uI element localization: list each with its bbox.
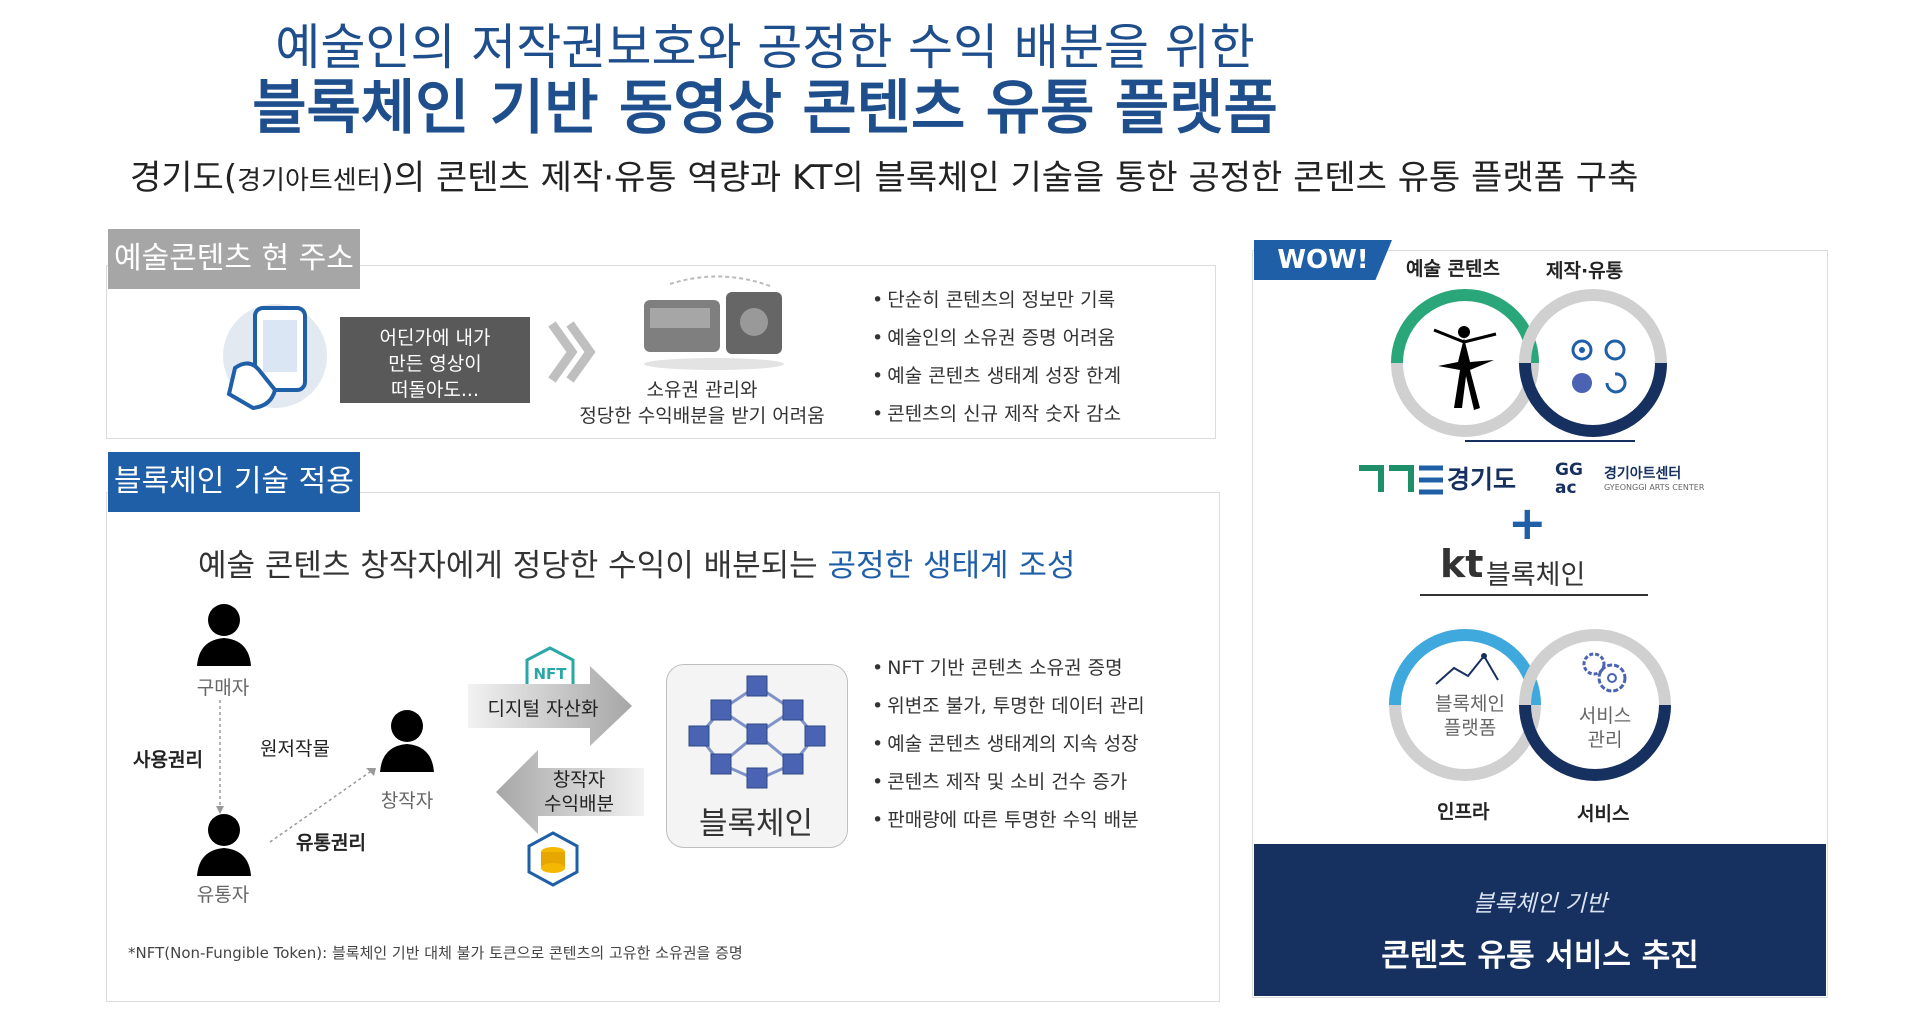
kt-logo: kt — [1440, 542, 1484, 586]
buyer-label: 구매자 — [196, 677, 250, 699]
cameras-icon — [644, 275, 784, 370]
revenue-share-label: 창작자 수익배분 — [514, 768, 644, 816]
lower-rings — [1389, 629, 1671, 781]
current-bullet: 예술인의 소유권 증명 어려움 — [872, 319, 1207, 357]
distributor-person-icon — [197, 814, 251, 876]
subtitle: 경기도(경기아트센터)의 콘텐츠 제작·유통 역량과 KT의 블록체인 기술을 … — [130, 150, 1638, 199]
slogan: 예술 콘텐츠 창작자에게 정당한 수익이 배분되는 공정한 생태계 조성 — [198, 540, 1075, 585]
subtitle-part-b: )의 콘텐츠 제작·유통 역량과 KT의 블록체인 기술을 통한 공정한 콘텐츠… — [380, 158, 1639, 198]
current-bullet: 단순히 콘텐츠의 정보만 기록 — [872, 281, 1207, 319]
gears-icon — [1582, 652, 1627, 693]
wow-badge: WOW! — [1254, 240, 1392, 280]
current-state-tab: 예술콘텐츠 현 주소 — [108, 229, 360, 289]
platform-line-1: 블록체인 — [1435, 693, 1505, 715]
plus-sign: + — [1508, 496, 1547, 550]
infra-label: 인프라 — [1437, 801, 1490, 823]
blockchain-bullet: NFT 기반 콘텐츠 소유권 증명 — [872, 649, 1212, 687]
service-ring-label: 서비스 관리 — [1555, 704, 1655, 752]
ggac-english: GYEONGGI ARTS CENTER — [1604, 483, 1705, 492]
double-chevron-right-icon — [548, 321, 596, 383]
distributor-label: 유통자 — [196, 884, 250, 906]
platform-ring-label: 블록체인 플랫폼 — [1420, 692, 1520, 740]
original-work-label: 원저작물 — [260, 738, 330, 760]
distribution-rights-label: 유통권리 — [296, 832, 366, 854]
box-line-2: 만든 영상이 — [388, 353, 482, 375]
promotion-band: 블록체인 기반 콘텐츠 유통 서비스 추진 — [1254, 844, 1826, 996]
gyeonggi-logo-text: 경기도 — [1447, 465, 1517, 494]
current-bullets: 단순히 콘텐츠의 정보만 기록 예술인의 소유권 증명 어려움 예술 콘텐츠 생… — [872, 281, 1207, 433]
ggac-mark: GG ac — [1555, 460, 1583, 498]
wandering-video-box: 어딘가에 내가 만든 영상이 떠돌아도... — [340, 317, 530, 403]
blockchain-label: 블록체인 — [698, 806, 814, 842]
title-line-1: 예술인의 저작권보호와 공정한 수익 배분을 위한 — [275, 19, 1255, 76]
blockchain-bullet: 위변조 불가, 투명한 데이터 관리 — [872, 687, 1212, 725]
box-line-3: 떠돌아도... — [390, 379, 480, 401]
coin-hexagon-icon — [527, 831, 579, 887]
creator-label: 창작자 — [380, 790, 434, 812]
revenue-line-1: 창작자 — [552, 769, 606, 791]
blockchain-tab: 블록체인 기술 적용 — [108, 452, 360, 512]
current-bullet: 예술 콘텐츠 생태계 성장 한계 — [872, 357, 1207, 395]
buyer-person-icon — [197, 604, 251, 666]
art-content-label: 예술 콘텐츠 — [1406, 258, 1501, 280]
slogan-part-a: 예술 콘텐츠 창작자에게 정당한 수익이 배분되는 — [198, 548, 828, 584]
current-bullet: 콘텐츠의 신규 제작 숫자 감소 — [872, 395, 1207, 433]
title-line-2: 블록체인 기반 동영상 콘텐츠 유통 플랫폼 — [252, 73, 1278, 142]
service-label: 서비스 — [1577, 803, 1630, 825]
slogan-highlight: 공정한 생태계 조성 — [827, 548, 1076, 584]
digital-assets-label: 디지털 자산화 — [487, 698, 599, 720]
rights-diagram-lines — [216, 700, 376, 843]
production-label: 제작·유통 — [1546, 260, 1624, 282]
digital-asset-arrow — [468, 666, 632, 746]
service-line-2: 관리 — [1587, 729, 1623, 751]
creator-person-icon — [380, 710, 434, 772]
box-line-1: 어딘가에 내가 — [379, 327, 491, 349]
kt-blockchain-text: 블록체인 — [1486, 560, 1586, 591]
service-line-1: 서비스 — [1578, 705, 1632, 727]
band-line-2: 콘텐츠 유통 서비스 추진 — [1381, 938, 1699, 974]
upper-rings — [1391, 289, 1667, 442]
revenue-share-arrow — [496, 750, 644, 834]
blockchain-bullets: NFT 기반 콘텐츠 소유권 증명 위변조 불가, 투명한 데이터 관리 예술 … — [872, 649, 1212, 839]
revenue-line-2: 수익배분 — [544, 793, 614, 815]
blockchain-bullet: 콘텐츠 제작 및 소비 건수 증가 — [872, 763, 1212, 801]
ggac-name: 경기아트센터 — [1604, 466, 1682, 482]
chart-line-icon — [1435, 653, 1499, 685]
band-line-1: 블록체인 기반 — [1472, 891, 1608, 917]
production-icons — [1571, 339, 1627, 394]
caption-line-2: 정당한 수익배분을 받기 어려움 — [579, 405, 825, 427]
blockchain-bullet: 예술 콘텐츠 생태계의 지속 성장 — [872, 725, 1212, 763]
usage-rights-label: 사용권리 — [133, 749, 203, 771]
current-caption: 소유권 관리와 정당한 수익배분을 받기 어려움 — [552, 377, 852, 429]
nft-badge-text: NFT — [533, 665, 567, 683]
blockchain-cubes-icon — [688, 675, 826, 789]
ballerina-icon — [1433, 326, 1497, 410]
platform-line-2: 플랫폼 — [1443, 717, 1497, 739]
subtitle-part-small: 경기아트센터 — [237, 166, 381, 196]
subtitle-part-a: 경기도( — [130, 158, 238, 198]
nft-footnote: *NFT(Non-Fungible Token): 블록체인 기반 대체 불가 … — [128, 944, 743, 962]
blockchain-bullet: 판매량에 따른 투명한 수익 배분 — [872, 801, 1212, 839]
kt-underline — [1420, 594, 1648, 596]
smartphone-hand-icon — [223, 304, 327, 411]
gyeonggi-logo-mark — [1359, 465, 1443, 495]
caption-line-1: 소유권 관리와 — [646, 379, 758, 401]
